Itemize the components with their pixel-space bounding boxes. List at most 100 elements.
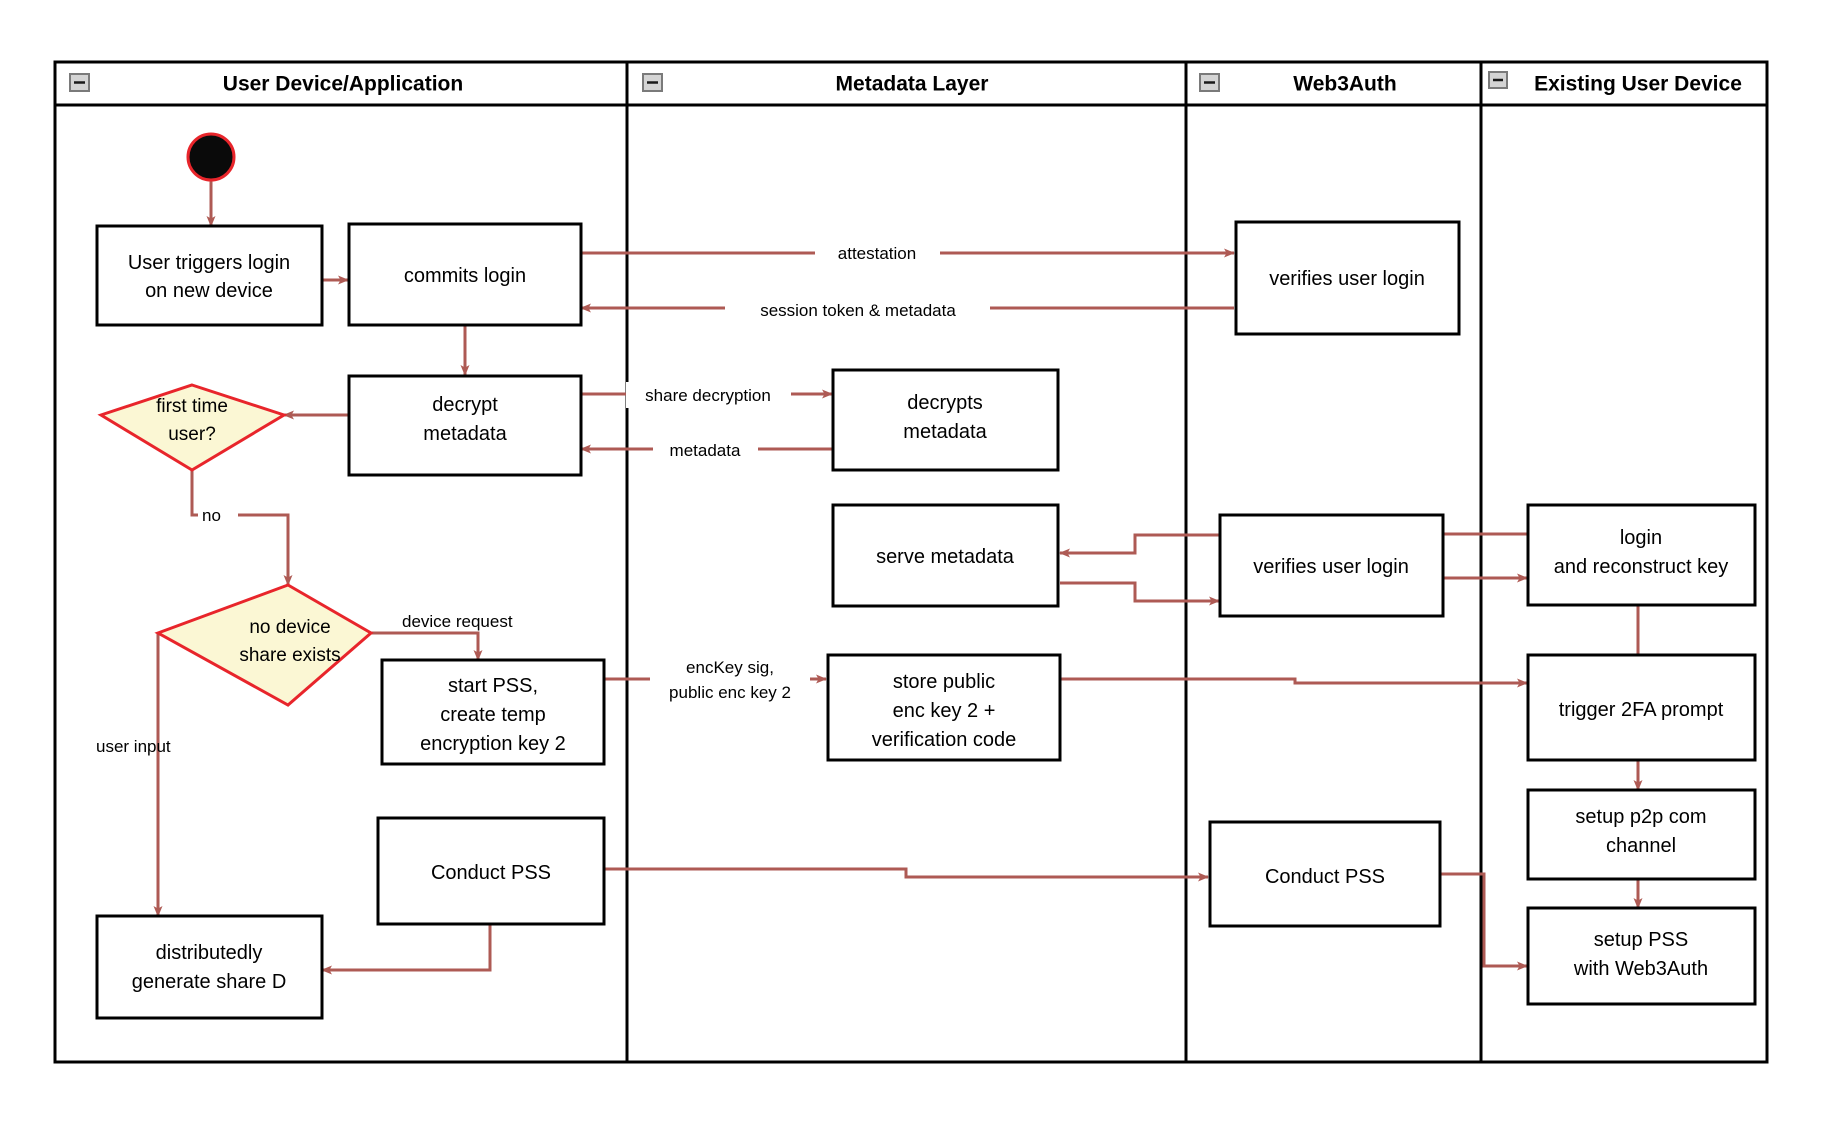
node-label-line1: User triggers login <box>128 252 290 274</box>
node-label-line3: verification code <box>872 729 1017 751</box>
lane-header-existing-device[interactable]: Existing User Device <box>1488 71 1742 96</box>
node-start[interactable] <box>186 132 236 182</box>
node-box[interactable] <box>1526 788 1757 881</box>
lane-title-user-device: User Device/Application <box>223 73 463 96</box>
node-label-line1: store public <box>893 671 995 693</box>
edge-conduct-pss-web3auth-to-setup-pss <box>1430 869 1528 971</box>
node-verifies-user-login-2[interactable]: verifies user login <box>1218 513 1445 618</box>
lane-title-web3auth: Web3Auth <box>1293 73 1396 96</box>
label-device-request: device request <box>402 612 513 631</box>
node-label-line2: with Web3Auth <box>1573 958 1708 980</box>
label-bg-attestation <box>815 240 940 266</box>
edge-first-time-user-no-to-no-device-share <box>190 470 293 586</box>
label-session-token: session token & metadata <box>760 301 956 320</box>
node-box[interactable] <box>1526 503 1757 607</box>
node-user-triggers-login[interactable]: User triggers login on new device <box>95 224 324 327</box>
node-label-line2: metadata <box>423 423 507 445</box>
node-label-line2: channel <box>1606 835 1676 857</box>
node-decrypts-metadata[interactable]: decrypts metadata <box>831 368 1060 472</box>
edge-store-public-enc-key-to-trigger-2fa-prompt <box>1060 677 1528 688</box>
node-decrypt-metadata[interactable]: decrypt metadata <box>347 374 583 477</box>
edge-serve-metadata-to-verifies-user-login-2 <box>1060 581 1220 606</box>
node-conduct-pss-user[interactable]: Conduct PSS <box>376 816 606 926</box>
label-enckey-sig-line2: public enc key 2 <box>669 683 791 702</box>
edge-verifies-user-login-2-to-serve-metadata <box>1059 533 1219 558</box>
node-label-line1: serve metadata <box>876 546 1015 568</box>
node-first-time-user[interactable]: first time user? <box>97 383 288 472</box>
node-box[interactable] <box>1218 513 1445 618</box>
node-setup-p2p-com-channel[interactable]: setup p2p com channel <box>1526 788 1757 881</box>
node-label-line1: decrypts <box>907 392 983 414</box>
label-metadata: metadata <box>670 441 741 460</box>
node-store-public-enc-key[interactable]: store public enc key 2 + verification co… <box>826 653 1062 762</box>
decision-diamond[interactable] <box>97 383 288 472</box>
edge-no-device-share-to-start-pss <box>371 631 483 661</box>
node-label-line1: no device <box>249 617 330 638</box>
node-label-line3: encryption key 2 <box>420 733 566 755</box>
node-label-line1: distributedly <box>156 942 263 964</box>
label-bg-no <box>198 502 238 528</box>
node-label-line1: Conduct PSS <box>431 862 551 884</box>
node-label-line2: create temp <box>440 704 546 726</box>
node-box[interactable] <box>95 224 324 327</box>
lane-outer-frame <box>53 60 1769 1064</box>
label-bg-metadata <box>653 437 758 463</box>
node-label-line2: user? <box>168 424 216 445</box>
node-label-line2: enc key 2 + <box>893 700 996 722</box>
node-trigger-2fa-prompt[interactable]: trigger 2FA prompt <box>1526 653 1757 762</box>
decision-diamond[interactable] <box>154 583 374 707</box>
node-box[interactable] <box>380 658 606 766</box>
label-bg-session-token <box>725 297 990 323</box>
node-box[interactable] <box>347 374 583 477</box>
edge-conduct-pss-user-to-conduct-pss-web3auth <box>594 864 1209 882</box>
node-box[interactable] <box>831 503 1060 608</box>
node-label-line1: setup PSS <box>1594 929 1689 951</box>
node-label-line1: commits login <box>404 265 526 287</box>
node-box[interactable] <box>1526 906 1757 1006</box>
lane-header-web3auth[interactable]: Web3Auth <box>1199 73 1397 96</box>
node-box[interactable] <box>1526 653 1757 762</box>
node-label-line2: metadata <box>903 421 987 443</box>
node-label-line1: verifies user login <box>1253 556 1409 578</box>
node-start-pss-create-temp-key[interactable]: start PSS, create temp encryption key 2 <box>380 658 606 766</box>
node-label-line1: verifies user login <box>1269 268 1425 290</box>
label-attestation: attestation <box>838 244 916 263</box>
edge-label-group: attestation session token & metadata sha… <box>96 240 990 756</box>
node-box[interactable] <box>1234 220 1461 336</box>
node-label-line1: Conduct PSS <box>1265 866 1385 888</box>
node-label-line2: on new device <box>145 280 273 302</box>
node-label-line1: trigger 2FA prompt <box>1559 699 1724 721</box>
node-label-line2: generate share D <box>132 971 287 993</box>
node-label-line1: first time <box>156 396 228 417</box>
node-box[interactable] <box>376 816 606 926</box>
node-box[interactable] <box>95 914 324 1020</box>
node-box[interactable] <box>831 368 1060 472</box>
start-circle-icon[interactable] <box>186 132 236 182</box>
lane-title-metadata: Metadata Layer <box>836 73 989 96</box>
node-setup-pss-with-web3auth[interactable]: setup PSS with Web3Auth <box>1526 906 1757 1006</box>
label-bg-enckey-sig <box>650 655 810 709</box>
label-user-input: user input <box>96 737 171 756</box>
edge-conduct-pss-user-to-distributedly-generate-share-d <box>321 924 492 975</box>
lane-header-metadata[interactable]: Metadata Layer <box>642 73 989 96</box>
node-box[interactable] <box>826 653 1062 762</box>
node-box[interactable] <box>347 222 583 327</box>
node-box[interactable] <box>1208 820 1442 928</box>
node-label-line1: start PSS, <box>448 675 538 697</box>
node-commits-login[interactable]: commits login <box>347 222 583 327</box>
node-conduct-pss-web3auth[interactable]: Conduct PSS <box>1208 820 1442 928</box>
lane-title-existing-device: Existing User Device <box>1534 73 1742 96</box>
lane-header-user-device[interactable]: User Device/Application <box>69 73 463 96</box>
label-share-decryption: share decryption <box>645 386 771 405</box>
label-no: no <box>202 506 221 525</box>
node-label-line1: decrypt <box>432 394 498 416</box>
label-bg-share-decryption <box>626 382 791 408</box>
node-no-device-share-exists[interactable]: no device share exists <box>154 583 374 707</box>
node-distributedly-generate-share-d[interactable]: distributedly generate share D <box>95 914 324 1020</box>
node-serve-metadata[interactable]: serve metadata <box>831 503 1060 608</box>
node-label-line1: login <box>1620 527 1662 549</box>
node-verifies-user-login-1[interactable]: verifies user login <box>1234 220 1461 336</box>
node-login-and-reconstruct-key[interactable]: login and reconstruct key <box>1526 503 1757 607</box>
node-label-line1: setup p2p com <box>1575 806 1706 828</box>
